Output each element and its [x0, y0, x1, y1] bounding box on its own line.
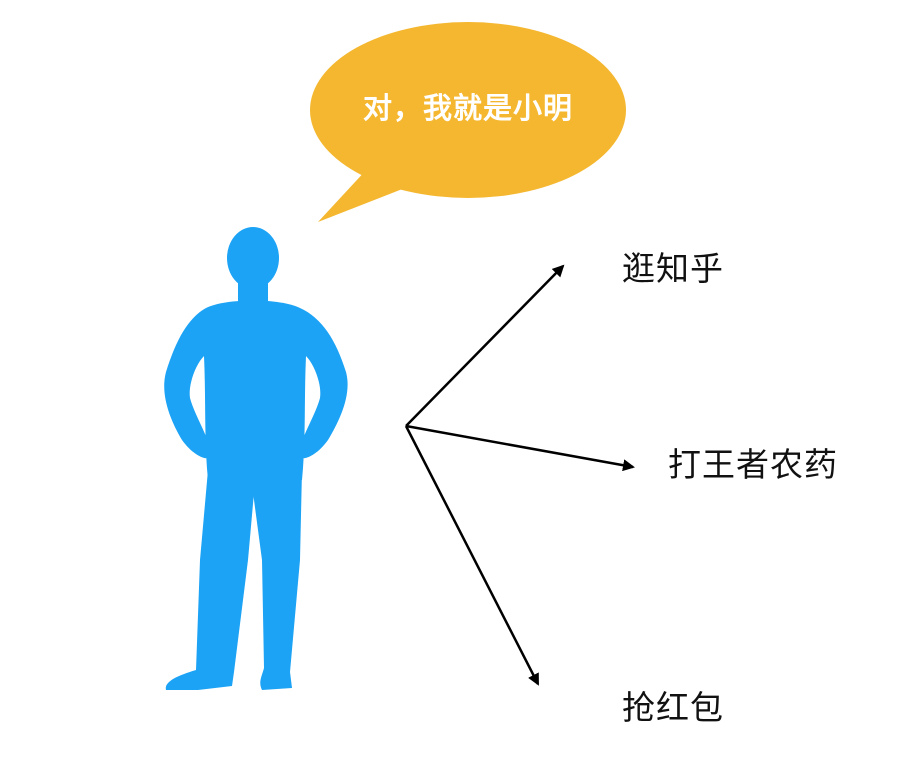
- person-silhouette-icon: [164, 227, 348, 690]
- speech-bubble-text: 对，我就是小明: [362, 91, 573, 125]
- arrow-to-zhihu: [405, 264, 565, 427]
- speech-bubble-body: [310, 22, 626, 198]
- speech-bubble-tail: [318, 168, 410, 222]
- speech-bubble: [310, 22, 626, 222]
- activity-label-redpacket: 抢红包: [622, 688, 724, 727]
- arrows: [404, 264, 635, 686]
- arrow-to-redpacket: [404, 425, 540, 686]
- activity-label-game: 打王者农药: [668, 445, 838, 484]
- arrow-to-game: [405, 424, 635, 472]
- activity-label-zhihu: 逛知乎: [622, 249, 724, 288]
